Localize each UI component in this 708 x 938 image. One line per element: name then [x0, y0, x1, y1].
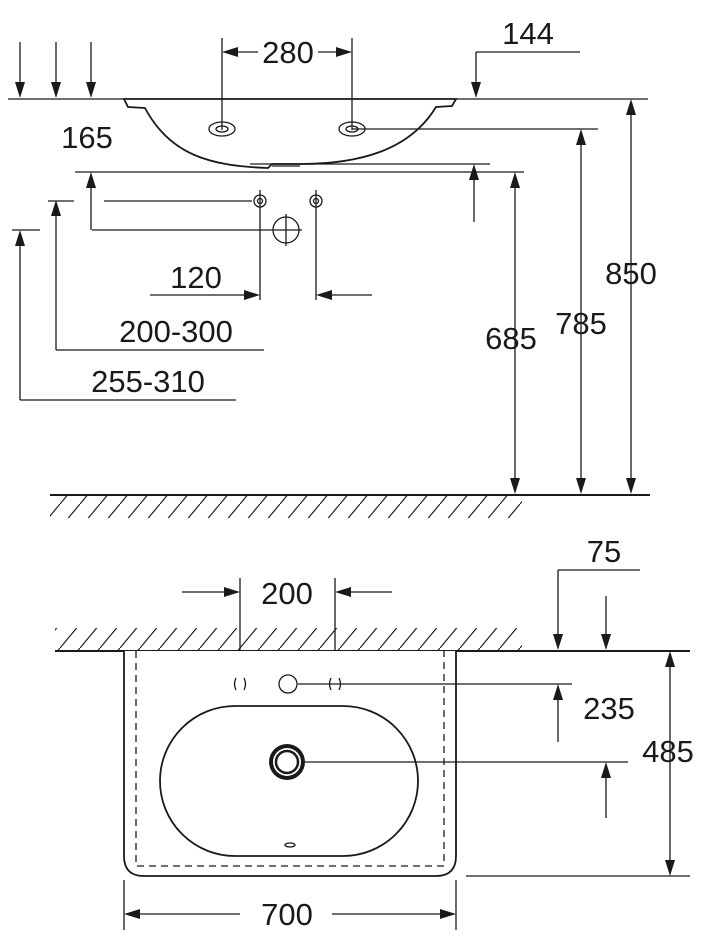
dim-785-label: 785	[555, 306, 607, 341]
dim-685-label: 685	[485, 321, 537, 356]
tap-holes	[233, 674, 572, 694]
drain	[269, 744, 628, 780]
wall-connections	[92, 190, 323, 300]
dim-165-arrows	[86, 164, 479, 230]
dim-255-310-label: 255-310	[91, 364, 205, 399]
dim-850-label: 850	[605, 256, 657, 291]
dim-700: 700	[123, 880, 457, 932]
dim-485: 485	[466, 651, 694, 877]
dim-280: 280	[221, 35, 353, 130]
load-arrows	[15, 42, 96, 98]
dim-75: 75	[553, 534, 640, 650]
wall-hatching	[55, 628, 690, 652]
dim-200-label: 200	[261, 576, 313, 611]
dim-700-label: 700	[261, 897, 313, 932]
dim-144: 144	[471, 16, 580, 98]
dim-235-label: 235	[583, 691, 635, 726]
dim-485-label: 485	[642, 734, 694, 769]
dim-120-label: 120	[170, 260, 222, 295]
floor-hatching	[50, 494, 650, 518]
dim-235: 235	[553, 684, 635, 818]
dim-200-300: 200-300	[48, 200, 264, 351]
dim-850: 850	[605, 99, 657, 494]
top-view: 200 75	[55, 534, 694, 932]
dim-280-label: 280	[262, 35, 314, 70]
dim-165-label: 165	[61, 120, 113, 155]
dim-120: 120	[150, 260, 372, 300]
dim-200-300-label: 200-300	[119, 314, 233, 349]
dim-255-310: 255-310	[12, 229, 236, 401]
dim-200: 200	[182, 576, 392, 675]
dim-75-label: 75	[587, 534, 621, 569]
dim-685: 685	[485, 172, 537, 494]
basin-side-profile	[122, 98, 458, 169]
side-view: 280 144 165	[8, 16, 657, 518]
dim-144-label: 144	[502, 16, 554, 51]
dim-785: 785	[555, 129, 607, 494]
